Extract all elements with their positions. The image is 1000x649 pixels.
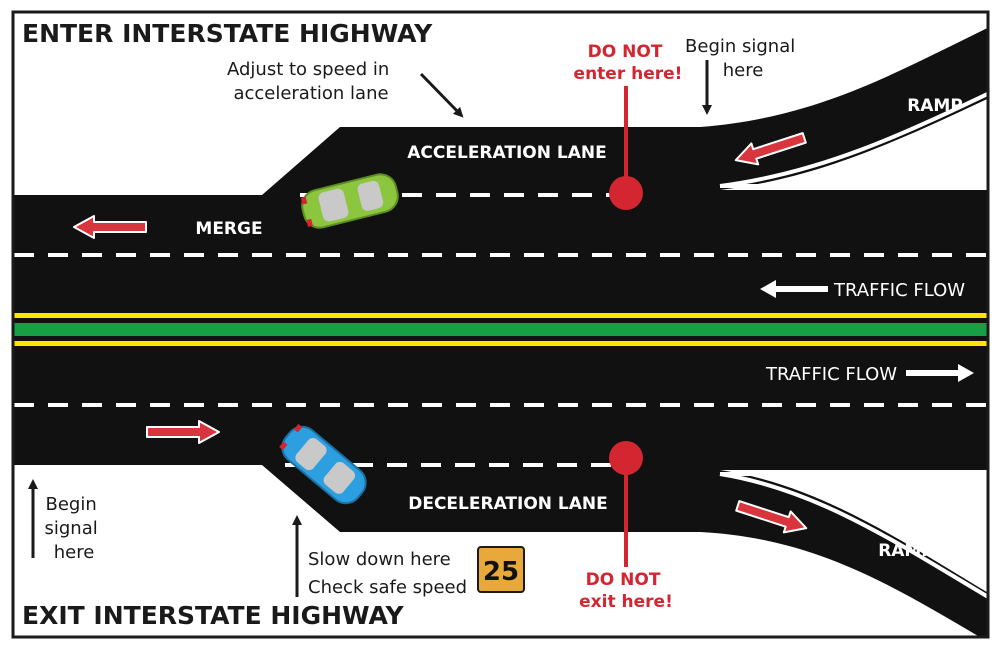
do-not-enter-warning: DO NOT enter here! bbox=[574, 42, 683, 84]
accel-lane-edge bbox=[260, 21, 988, 192]
decel-lane-edge bbox=[260, 468, 975, 637]
do-not-exit-warning: DO NOT exit here! bbox=[579, 570, 673, 612]
merge-label: MERGE bbox=[195, 219, 262, 239]
exit-lane-arrow bbox=[146, 420, 220, 444]
do-not-exit-pin bbox=[609, 441, 643, 567]
road-edge-lines bbox=[13, 21, 988, 637]
traffic-flow-label-left: TRAFFIC FLOW bbox=[833, 280, 965, 301]
offramp-arrow bbox=[735, 500, 808, 534]
median bbox=[13, 313, 988, 346]
enter-highway-title: ENTER INTERSTATE HIGHWAY bbox=[22, 19, 433, 48]
flow-arrow-left bbox=[760, 280, 828, 298]
adjust-speed-note: Adjust to speed in acceleration lane bbox=[227, 59, 395, 104]
green-car bbox=[300, 173, 399, 229]
acceleration-lane-label: ACCELERATION LANE bbox=[407, 143, 606, 163]
traffic-flow-arrows bbox=[760, 280, 974, 382]
begin-signal-bottom-note: Begin signal here bbox=[45, 494, 104, 563]
merge-arrow bbox=[73, 215, 147, 239]
do-not-enter-pin bbox=[609, 86, 643, 210]
bottom-gore-edge bbox=[719, 472, 988, 600]
traffic-flow-label-right: TRAFFIC FLOW bbox=[765, 364, 897, 385]
deceleration-lane-label: DECELERATION LANE bbox=[408, 494, 608, 514]
begin-signal-top-note: Begin signal here bbox=[685, 36, 801, 81]
median-green-strip bbox=[13, 323, 988, 336]
lane-dashes bbox=[14, 193, 988, 467]
flow-arrow-right bbox=[906, 364, 974, 382]
direction-arrows bbox=[73, 132, 808, 534]
check-speed-note: Check safe speed bbox=[308, 577, 467, 598]
adjust-speed-arrow bbox=[419, 72, 464, 118]
callout-arrows bbox=[28, 60, 712, 597]
onramp-arrow bbox=[734, 132, 807, 166]
median-yellow-bottom bbox=[13, 341, 988, 346]
exit-highway-title: EXIT INTERSTATE HIGHWAY bbox=[22, 601, 404, 630]
frame-border bbox=[11, 10, 990, 639]
blue-car bbox=[279, 423, 367, 505]
median-yellow-top bbox=[13, 313, 988, 318]
ramp-label-top: RAMP bbox=[907, 96, 963, 116]
ramp-label-bottom: RAMP bbox=[878, 541, 934, 561]
speed-limit-value: 25 bbox=[483, 557, 519, 587]
speed-limit-sign: 25 bbox=[477, 546, 525, 593]
slow-down-note: Slow down here bbox=[308, 549, 451, 570]
top-gore-edge bbox=[719, 91, 988, 188]
